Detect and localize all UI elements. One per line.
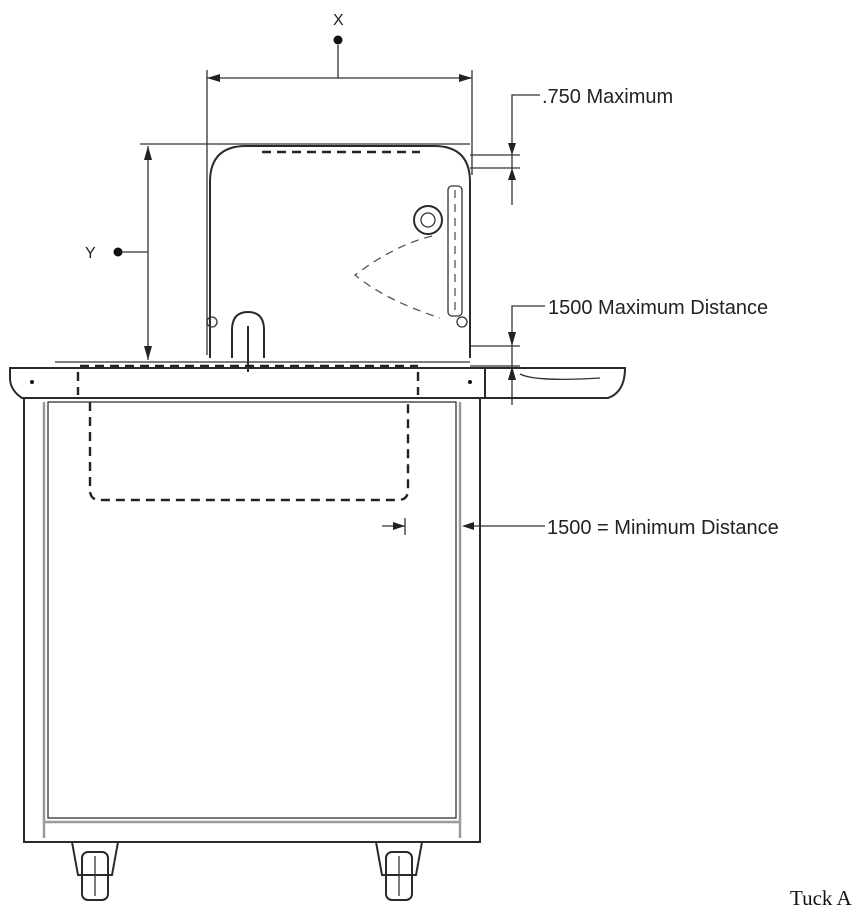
max-750-leader xyxy=(511,94,540,205)
x-dimension: X xyxy=(206,12,473,355)
x-arrow-left xyxy=(207,74,220,82)
max-distance-label: 1500 Maximum Distance xyxy=(548,297,768,319)
monitor-knob-inner xyxy=(420,212,436,228)
monitor-outline xyxy=(209,145,471,358)
x-marker-dot xyxy=(333,35,343,45)
countertop xyxy=(9,361,627,399)
y-arrow-top xyxy=(144,146,152,160)
max-distance-arrow-a xyxy=(508,332,516,346)
left-caster-housing xyxy=(70,841,120,876)
countertop-dot-left xyxy=(30,380,34,384)
max-750-arrow-a xyxy=(508,143,516,155)
monitor-panel xyxy=(206,145,471,372)
monitor-knob xyxy=(413,205,443,235)
left-fastener xyxy=(206,316,218,328)
cabinet-outer xyxy=(23,397,481,843)
max-750-arrow-b xyxy=(508,168,516,180)
sink-basin xyxy=(76,364,420,502)
swing-arc xyxy=(353,235,441,319)
cabinet-door-panel xyxy=(47,401,457,819)
x-marker-label: X xyxy=(333,12,344,29)
y-arrow-bottom xyxy=(144,346,152,360)
max-distance-leader xyxy=(511,305,545,405)
max-distance-arrow-b xyxy=(508,366,516,380)
faucet-notch xyxy=(231,310,265,358)
min-distance-label: 1500 = Minimum Distance xyxy=(547,517,779,539)
max-distance-callout: 1500 Maximum Distance xyxy=(470,297,768,405)
left-caster xyxy=(70,841,120,901)
y-marker-label: Y xyxy=(85,245,96,262)
min-distance-callout: 1500 = Minimum Distance xyxy=(382,517,779,539)
right-caster xyxy=(374,841,424,901)
max-750-callout: .750 Maximum xyxy=(470,86,673,205)
right-caster-housing xyxy=(374,841,424,876)
side-shelf xyxy=(485,367,627,399)
max-750-label: .750 Maximum xyxy=(542,86,673,108)
y-marker-dot xyxy=(113,247,123,257)
left-caster-wheel xyxy=(81,851,109,901)
side-shelf-lip xyxy=(519,373,601,380)
cabinet xyxy=(23,397,481,843)
caption-text: Tuck A xyxy=(790,886,853,909)
x-arrow-right xyxy=(459,74,472,82)
monitor-side-rail xyxy=(447,185,463,317)
y-dimension: Y xyxy=(85,143,470,360)
basin-outline-dashed xyxy=(88,402,410,502)
right-caster-wheel xyxy=(385,851,413,901)
min-distance-arrow-a xyxy=(393,522,405,530)
right-fastener xyxy=(456,316,468,328)
countertop-dot-right xyxy=(468,380,472,384)
min-distance-arrow-b xyxy=(462,522,474,530)
countertop-outline xyxy=(9,367,486,399)
